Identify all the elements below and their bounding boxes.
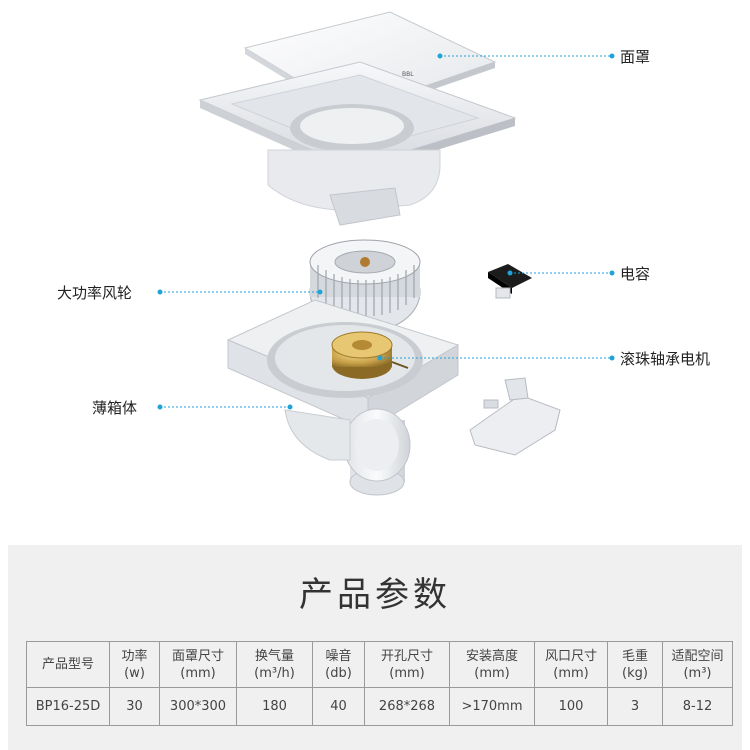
spec-header-row: 产品型号 功率(w) 面罩尺寸(mm) 换气量(m³/h) 噪音(db) 开孔尺… [26, 641, 733, 688]
exploded-view-illustration: BBL [157, 11, 615, 496]
brand-mark: BBL [402, 71, 414, 78]
spec-header-cell: 毛重(kg) [607, 641, 663, 688]
spec-value-power: 30 [109, 687, 160, 726]
housing-part [226, 299, 460, 496]
terminal-cover-part [469, 377, 561, 456]
spec-header-cell: 开孔尺寸(mm) [364, 641, 450, 688]
spec-value-row: BP16-25D 30 300*300 180 40 268*268 >170m… [26, 687, 733, 726]
params-title: 产品参数 [299, 575, 451, 615]
spec-header-cell: 噪音(db) [312, 641, 365, 688]
callout-impeller: 大功率风轮 [57, 284, 133, 302]
spec-header-cell: 产品型号 [26, 641, 110, 688]
spec-value-noise: 40 [312, 687, 365, 726]
spec-value-install-height: >170mm [449, 687, 535, 726]
spec-value-outlet-size: 100 [534, 687, 608, 726]
spec-table: 产品型号 功率(w) 面罩尺寸(mm) 换气量(m³/h) 噪音(db) 开孔尺… [26, 641, 733, 726]
spec-value-airflow: 180 [236, 687, 313, 726]
product-parameters-section: 产品参数 产品型号 功率(w) 面罩尺寸(mm) 换气量(m³/h) 噪音(db… [8, 545, 742, 750]
callout-housing: 薄箱体 [92, 399, 138, 417]
grille-frame-part [198, 61, 517, 226]
spec-value-panel-size: 300*300 [159, 687, 237, 726]
exploded-view-diagram: BBL [57, 11, 711, 496]
callout-lines [160, 55, 612, 408]
spec-value-model: BP16-25D [26, 687, 110, 726]
callout-dots [157, 53, 615, 410]
spec-header-cell: 面罩尺寸(mm) [159, 641, 237, 688]
spec-header-cell: 安装高度(mm) [449, 641, 535, 688]
spec-header-cell: 功率(w) [109, 641, 160, 688]
spec-header-cell: 适配空间(m³) [662, 641, 733, 688]
motor-part [331, 331, 409, 379]
callout-motor: 滚珠轴承电机 [620, 350, 711, 368]
callout-panel-cover: 面罩 [620, 48, 651, 66]
spec-value-weight: 3 [607, 687, 663, 726]
spec-header-cell: 换气量(m³/h) [236, 641, 313, 688]
callout-capacitor: 电容 [620, 265, 651, 283]
capacitor-part [488, 264, 532, 299]
spec-header-cell: 风口尺寸(mm) [534, 641, 608, 688]
spec-value-room-size: 8-12 [662, 687, 733, 726]
spec-value-cutout-size: 268*268 [364, 687, 450, 726]
